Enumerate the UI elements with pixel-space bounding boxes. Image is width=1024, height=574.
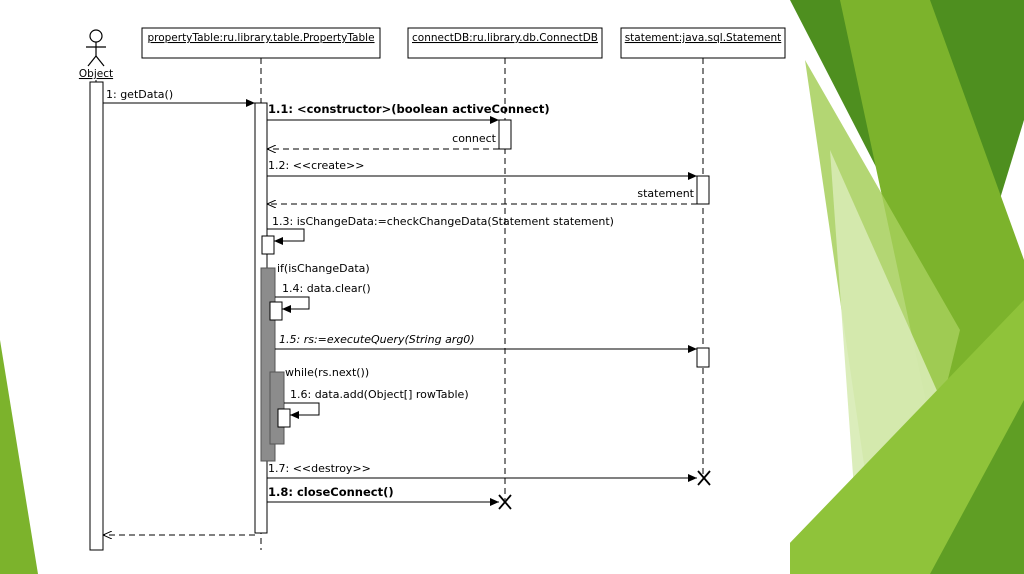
fragment-while-label: while(rs.next()): [285, 366, 369, 379]
msg-1-label: 1: getData(): [106, 88, 173, 101]
activation-statement-create: [696, 175, 710, 205]
lifeline-label-property-table: propertyTable:ru.library.table.PropertyT…: [147, 32, 374, 44]
bottom-dark-green-shape: [930, 400, 1024, 574]
lifeline-head-statement: [620, 27, 786, 59]
msg-1-6-label: 1.6: data.add(Object[] rowTable): [290, 388, 469, 401]
msg-1-3-self-arrow: [267, 228, 305, 245]
msg-1-5-label: 1.5: rs:=executeQuery(String arg0): [279, 333, 475, 346]
activation-connect-db: [498, 119, 512, 150]
msg-1-4-label: 1.4: data.clear(): [282, 282, 371, 295]
activation-self-1-6: [277, 408, 291, 428]
msg-1-3-label: 1.3: isChangeData:=checkChangeData(State…: [272, 215, 614, 228]
msg-1-4-self-arrow: [275, 296, 310, 313]
return-1-1-label: connect: [452, 132, 497, 145]
activation-self-1-4: [269, 301, 283, 321]
bottom-green-shape: [760, 300, 1024, 574]
msg-1-7-label: 1.7: <<destroy>>: [268, 462, 371, 475]
msg-1-6-self-arrow: [284, 402, 320, 419]
destroy-connect-db-icon: [498, 494, 512, 510]
lifeline-label-connect-db: connectDB:ru.library.db.ConnectDB: [412, 32, 598, 44]
lifeline-head-connect-db: [407, 27, 603, 59]
lifeline-head-property-table: [141, 27, 381, 59]
return-1-2-label: statement: [637, 187, 694, 200]
lifeline-label-statement: statement:java.sql.Statement: [625, 32, 782, 44]
activation-statement-query: [696, 347, 710, 368]
destroy-statement-icon: [697, 470, 711, 486]
activation-actor: [89, 81, 104, 551]
fragment-while: [269, 371, 285, 445]
left-green-shape: [0, 340, 38, 574]
activation-self-1-3: [261, 235, 275, 255]
msg-1-8-label: 1.8: closeConnect(): [268, 485, 394, 499]
actor-label: Object: [79, 68, 113, 80]
msg-1-1-label: 1.1: <constructor>(boolean activeConnect…: [268, 102, 550, 116]
fragment-if-label: if(isChangeData): [277, 262, 370, 275]
msg-1-2-label: 1.2: <<create>>: [268, 159, 364, 172]
actor-stick-figure-icon: [86, 29, 106, 67]
